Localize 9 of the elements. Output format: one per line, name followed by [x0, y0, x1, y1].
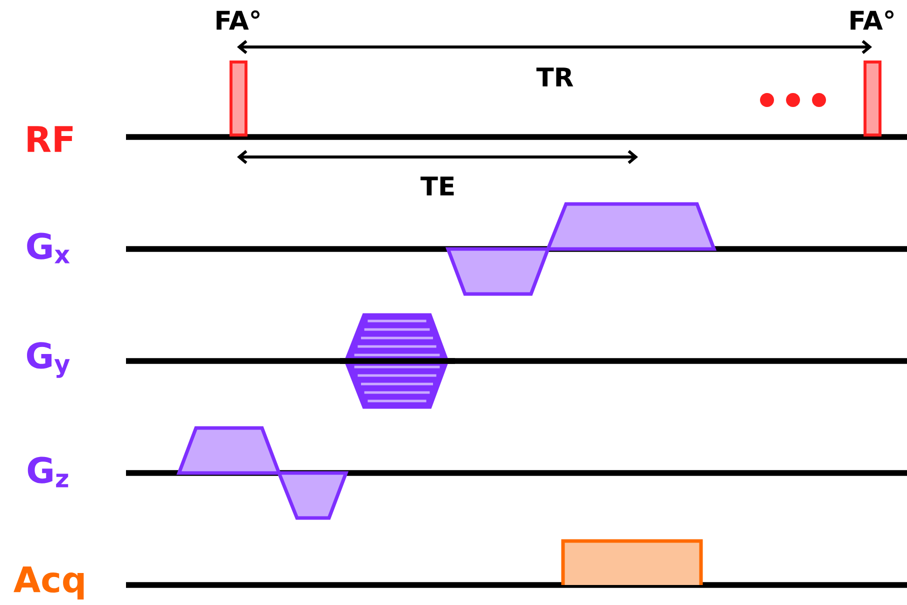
interval-label: TR	[536, 68, 574, 86]
pulse-label: FA°	[216, 10, 260, 30]
channel-label: RF	[28, 126, 73, 152]
pulse-label: FA°	[850, 10, 894, 30]
channel-label: G$_{z}$	[28, 456, 68, 488]
interval-label: TE	[420, 176, 454, 196]
channel-label: G$_{y}$	[27, 342, 70, 378]
channel-label: Acq	[14, 566, 84, 600]
channel-label: G$_{x}$	[27, 232, 70, 264]
